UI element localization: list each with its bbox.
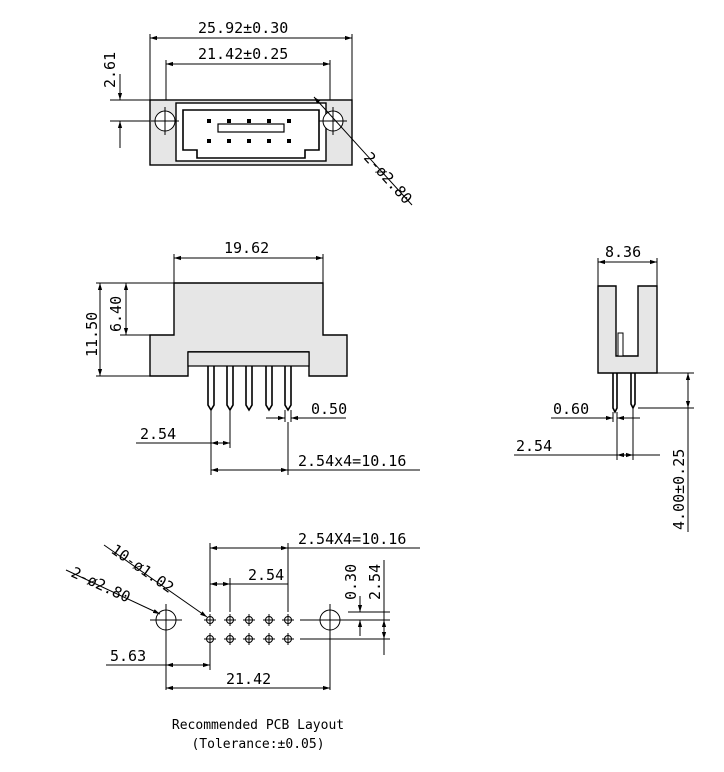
dim-pcb-offset: 0.30 [342, 564, 360, 600]
dim-side-width: 8.36 [605, 243, 641, 261]
dim-pcb-total: 21.42 [226, 670, 271, 688]
connector-body-side [597, 285, 658, 374]
dim-side-pitch: 2.54 [516, 437, 552, 455]
dim-pcb-edge: 5.63 [110, 647, 146, 665]
dim-front-height-upper: 6.40 [107, 296, 125, 332]
pcb-holes [204, 614, 294, 645]
leader-hole [313, 96, 413, 206]
dim-pcb-pitch-x: 2.54 [248, 566, 284, 584]
dim-height-261: 2.61 [101, 52, 119, 88]
dim-side-pin: 0.60 [553, 400, 589, 418]
dim-front-width: 19.62 [224, 239, 269, 257]
dim-front-pin-width: 0.50 [311, 400, 347, 418]
pcb-layout: 2.54X4=10.16 2.54 10-ø1.02 2-ø2.80 [65, 530, 420, 752]
caption-title: Recommended PCB Layout [172, 718, 344, 733]
dim-pcb-pitch-y: 2.54 [366, 564, 384, 600]
dim-pcb-large-holes: 2-ø2.80 [68, 563, 133, 606]
dim-front-pitch: 2.54 [140, 425, 176, 443]
caption-tolerance: (Tolerance:±0.05) [191, 737, 324, 752]
side-view: 8.36 0.60 2.54 4.00±0.25 [514, 243, 694, 532]
dim-side-pin-length: 4.00±0.25 [670, 449, 688, 530]
pin-side-right [630, 373, 636, 410]
dim-front-span: 2.54x4=10.16 [298, 452, 406, 470]
leader-small-holes [103, 544, 208, 618]
dim-front-height-total: 11.50 [83, 312, 101, 357]
dim-hole-diameter: 2-ø2.80 [360, 149, 416, 208]
pin-row-top [207, 119, 291, 143]
dim-pcb-span: 2.54X4=10.16 [298, 530, 406, 548]
leader-large-holes [65, 569, 161, 615]
dim-overall-width: 25.92±0.30 [198, 19, 288, 37]
dim-inner-width: 21.42±0.25 [198, 45, 288, 63]
pin-side-left [612, 373, 618, 414]
pins-front [207, 366, 292, 412]
front-view: 19.62 11.50 6.40 0.50 2.54 [83, 239, 420, 475]
top-view: 25.92±0.30 21.42±0.25 2.61 [101, 19, 416, 208]
